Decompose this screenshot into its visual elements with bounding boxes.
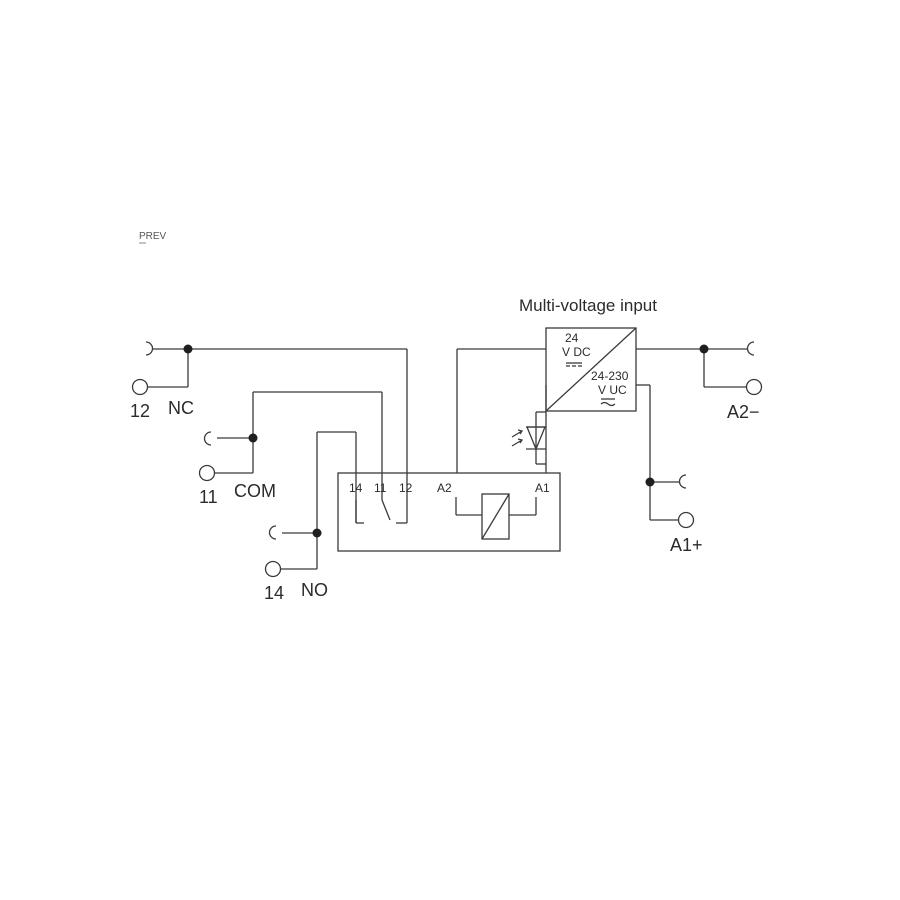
dc-symbol-icon [566,362,582,367]
terminal-circle-14 [264,560,282,578]
uc-symbol-icon [600,398,616,407]
terminal-number-14: 14 [264,583,284,603]
relay-module: 14 11 12 A2 A1 [337,472,561,552]
terminal-group-a2: A2− [636,341,763,422]
pin-label-12: 12 [399,481,413,495]
coil-diagonal [481,493,510,540]
socket-icon [268,525,277,540]
terminal-name-a2: A2− [727,402,760,422]
terminal-circle-12 [131,378,149,396]
uc-label-vuc: V UC [598,383,627,397]
socket-icon [746,341,755,356]
relay-coil-icon [481,493,510,540]
terminal-number-11: 11 [199,487,218,507]
terminal-group-nc: 12 NC [130,341,408,523]
junction-dot [183,344,193,354]
pin-label-a2: A2 [437,481,452,495]
watermark-text: PREV [139,231,167,242]
junction-dot [645,477,655,487]
pin-label-14: 14 [349,481,363,495]
terminal-name-nc: NC [168,398,194,418]
converter-box [545,327,637,412]
terminal-group-com: 11 COM [198,391,383,507]
contact-switch-blade [381,499,391,521]
junction-dot [248,433,258,443]
terminal-number-12: 12 [130,401,150,421]
socket-icon [678,474,687,489]
dc-label-24: 24 [565,331,579,345]
dc-label-vdc: V DC [562,345,591,359]
terminal-name-a1: A1+ [670,535,703,555]
relay-box [337,472,561,552]
socket-icon [203,431,212,446]
junction-dot [699,344,709,354]
terminal-name-no: NO [301,580,328,600]
terminal-name-com: COM [234,481,276,501]
pin-label-a1: A1 [535,481,550,495]
converter-diagonal [545,327,637,412]
power-supply-title: Multi-voltage input [519,296,657,315]
terminal-circle-11 [198,464,216,482]
terminal-circle-a1 [677,511,695,529]
terminal-group-no: 14 NO [264,431,357,603]
terminal-circle-a2 [745,378,763,396]
power-supply-block: Multi-voltage input 24 V DC 24-230 V UC [456,296,657,473]
socket-icon [145,341,154,356]
junction-dot [312,528,322,538]
led-indicator-icon [511,411,546,465]
uc-label-range: 24-230 [591,369,629,383]
terminal-group-a1: A1+ [636,384,703,555]
pin-label-11: 11 [374,481,387,495]
